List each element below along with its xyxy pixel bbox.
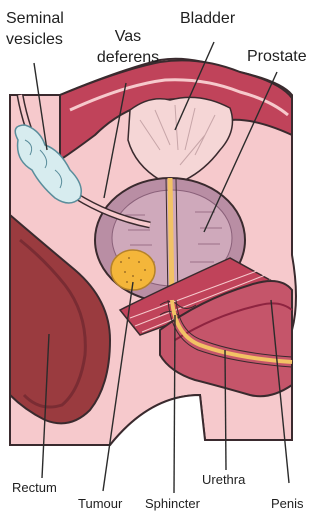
label-tumour: Tumour (78, 497, 122, 512)
label-prostate: Prostate (247, 48, 307, 66)
label-vas-deferens-line2: deferens (88, 49, 168, 67)
leader-urethra (225, 350, 226, 470)
label-seminal-vesicles: Seminal vesicles (6, 10, 64, 50)
label-seminal-vesicles-line1: Seminal (6, 10, 64, 28)
label-sphincter: Sphincter (145, 497, 200, 512)
label-seminal-vesicles-line2: vesicles (6, 31, 64, 49)
label-vas-deferens-line1: Vas (88, 28, 168, 46)
label-vas-deferens: Vas deferens (88, 28, 168, 68)
label-penis: Penis (271, 497, 304, 512)
label-urethra: Urethra (202, 473, 245, 488)
label-bladder: Bladder (180, 10, 235, 28)
urethra-prostatic (170, 178, 172, 300)
label-rectum: Rectum (12, 481, 57, 496)
